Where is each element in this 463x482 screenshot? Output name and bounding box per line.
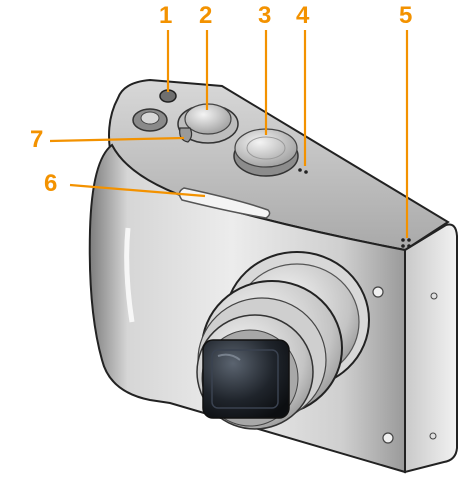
front-screw-bottom [382,432,394,444]
callout-number-6: 6 [44,170,58,197]
microphone-holes [298,168,308,174]
callout-number-3: 3 [258,2,272,29]
leader-lines [49,30,409,238]
callout-number-4: 4 [296,2,310,29]
grip-highlight [124,227,135,323]
callout-number-5: 5 [399,2,413,29]
camera-side-panel [404,223,458,474]
callout-number-1: 1 [159,2,173,29]
callout-number-7: 7 [30,126,44,153]
speaker-holes [401,238,411,248]
front-screw-top [372,286,384,298]
callout-number-2: 2 [199,2,213,29]
lens-glass [202,339,290,419]
